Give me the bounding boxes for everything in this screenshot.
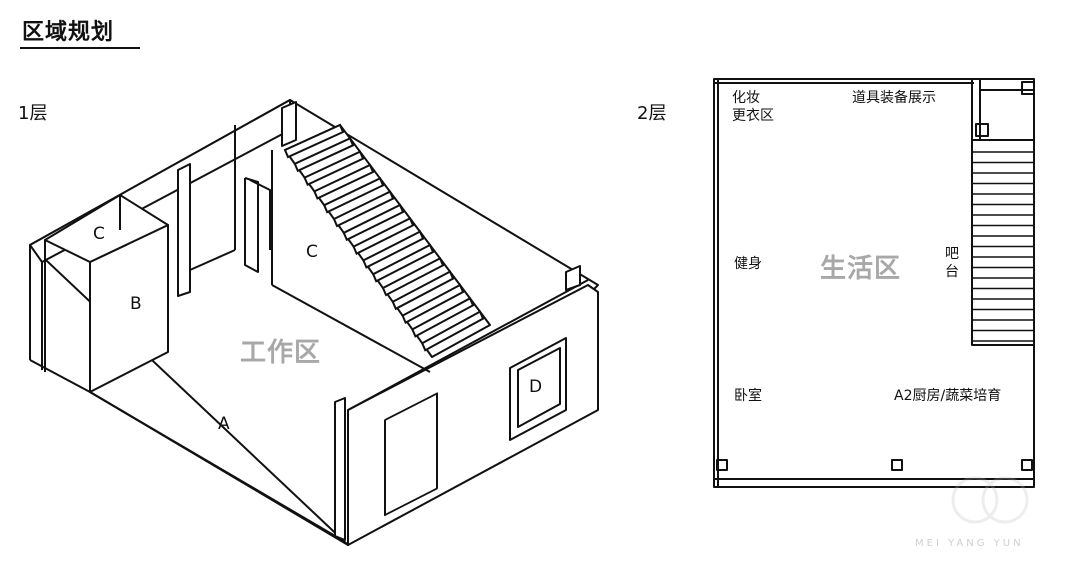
stair-tread bbox=[303, 150, 365, 186]
watermark-text: MEI YANG YUN bbox=[915, 538, 1024, 549]
bar-label: 吧台 bbox=[945, 246, 959, 280]
props-display-label: 道具装备展示 bbox=[852, 90, 936, 106]
room-c-left-label: C bbox=[93, 224, 105, 244]
watermark-logo bbox=[951, 476, 1029, 524]
room-d-label: D bbox=[529, 377, 543, 397]
floor2-stairs bbox=[971, 139, 1035, 346]
stair-tread bbox=[283, 123, 345, 159]
page-title: 区域规划 bbox=[22, 20, 115, 45]
stair-tread bbox=[293, 136, 355, 173]
room-b-label: B bbox=[130, 294, 142, 314]
stair-tread bbox=[420, 310, 485, 352]
bedroom-label: 卧室 bbox=[734, 388, 762, 404]
room-a-label: A bbox=[218, 414, 230, 434]
floor1-door bbox=[384, 392, 438, 517]
dressing-label-line2: 更衣区 bbox=[732, 108, 774, 124]
stair-tread bbox=[401, 283, 465, 324]
stair-tread bbox=[342, 203, 405, 242]
fitness-label: 健身 bbox=[734, 256, 762, 272]
kitchen-label: A2厨房/蔬菜培育 bbox=[894, 388, 1002, 404]
stair-tread bbox=[362, 230, 425, 269]
stair-tread bbox=[332, 190, 395, 228]
zone-work-label: 工作区 bbox=[240, 338, 322, 368]
stair-tread bbox=[381, 256, 445, 297]
stair-tread bbox=[411, 296, 475, 338]
zone-living-label: 生活区 bbox=[820, 254, 902, 284]
title-underline bbox=[20, 47, 140, 49]
floor1-label: 1层 bbox=[18, 103, 48, 124]
floor2-plan bbox=[713, 78, 1035, 488]
stair-tread bbox=[371, 243, 435, 283]
stair-tread bbox=[391, 270, 455, 311]
stair-tread bbox=[313, 163, 375, 200]
stair-tread bbox=[322, 176, 385, 214]
dressing-label-line1: 化妆 bbox=[732, 90, 760, 106]
stair-tread bbox=[352, 216, 415, 255]
room-c-stair-label: C bbox=[306, 242, 318, 262]
floor2-label: 2层 bbox=[637, 103, 667, 124]
floor1-isometric bbox=[29, 99, 599, 546]
